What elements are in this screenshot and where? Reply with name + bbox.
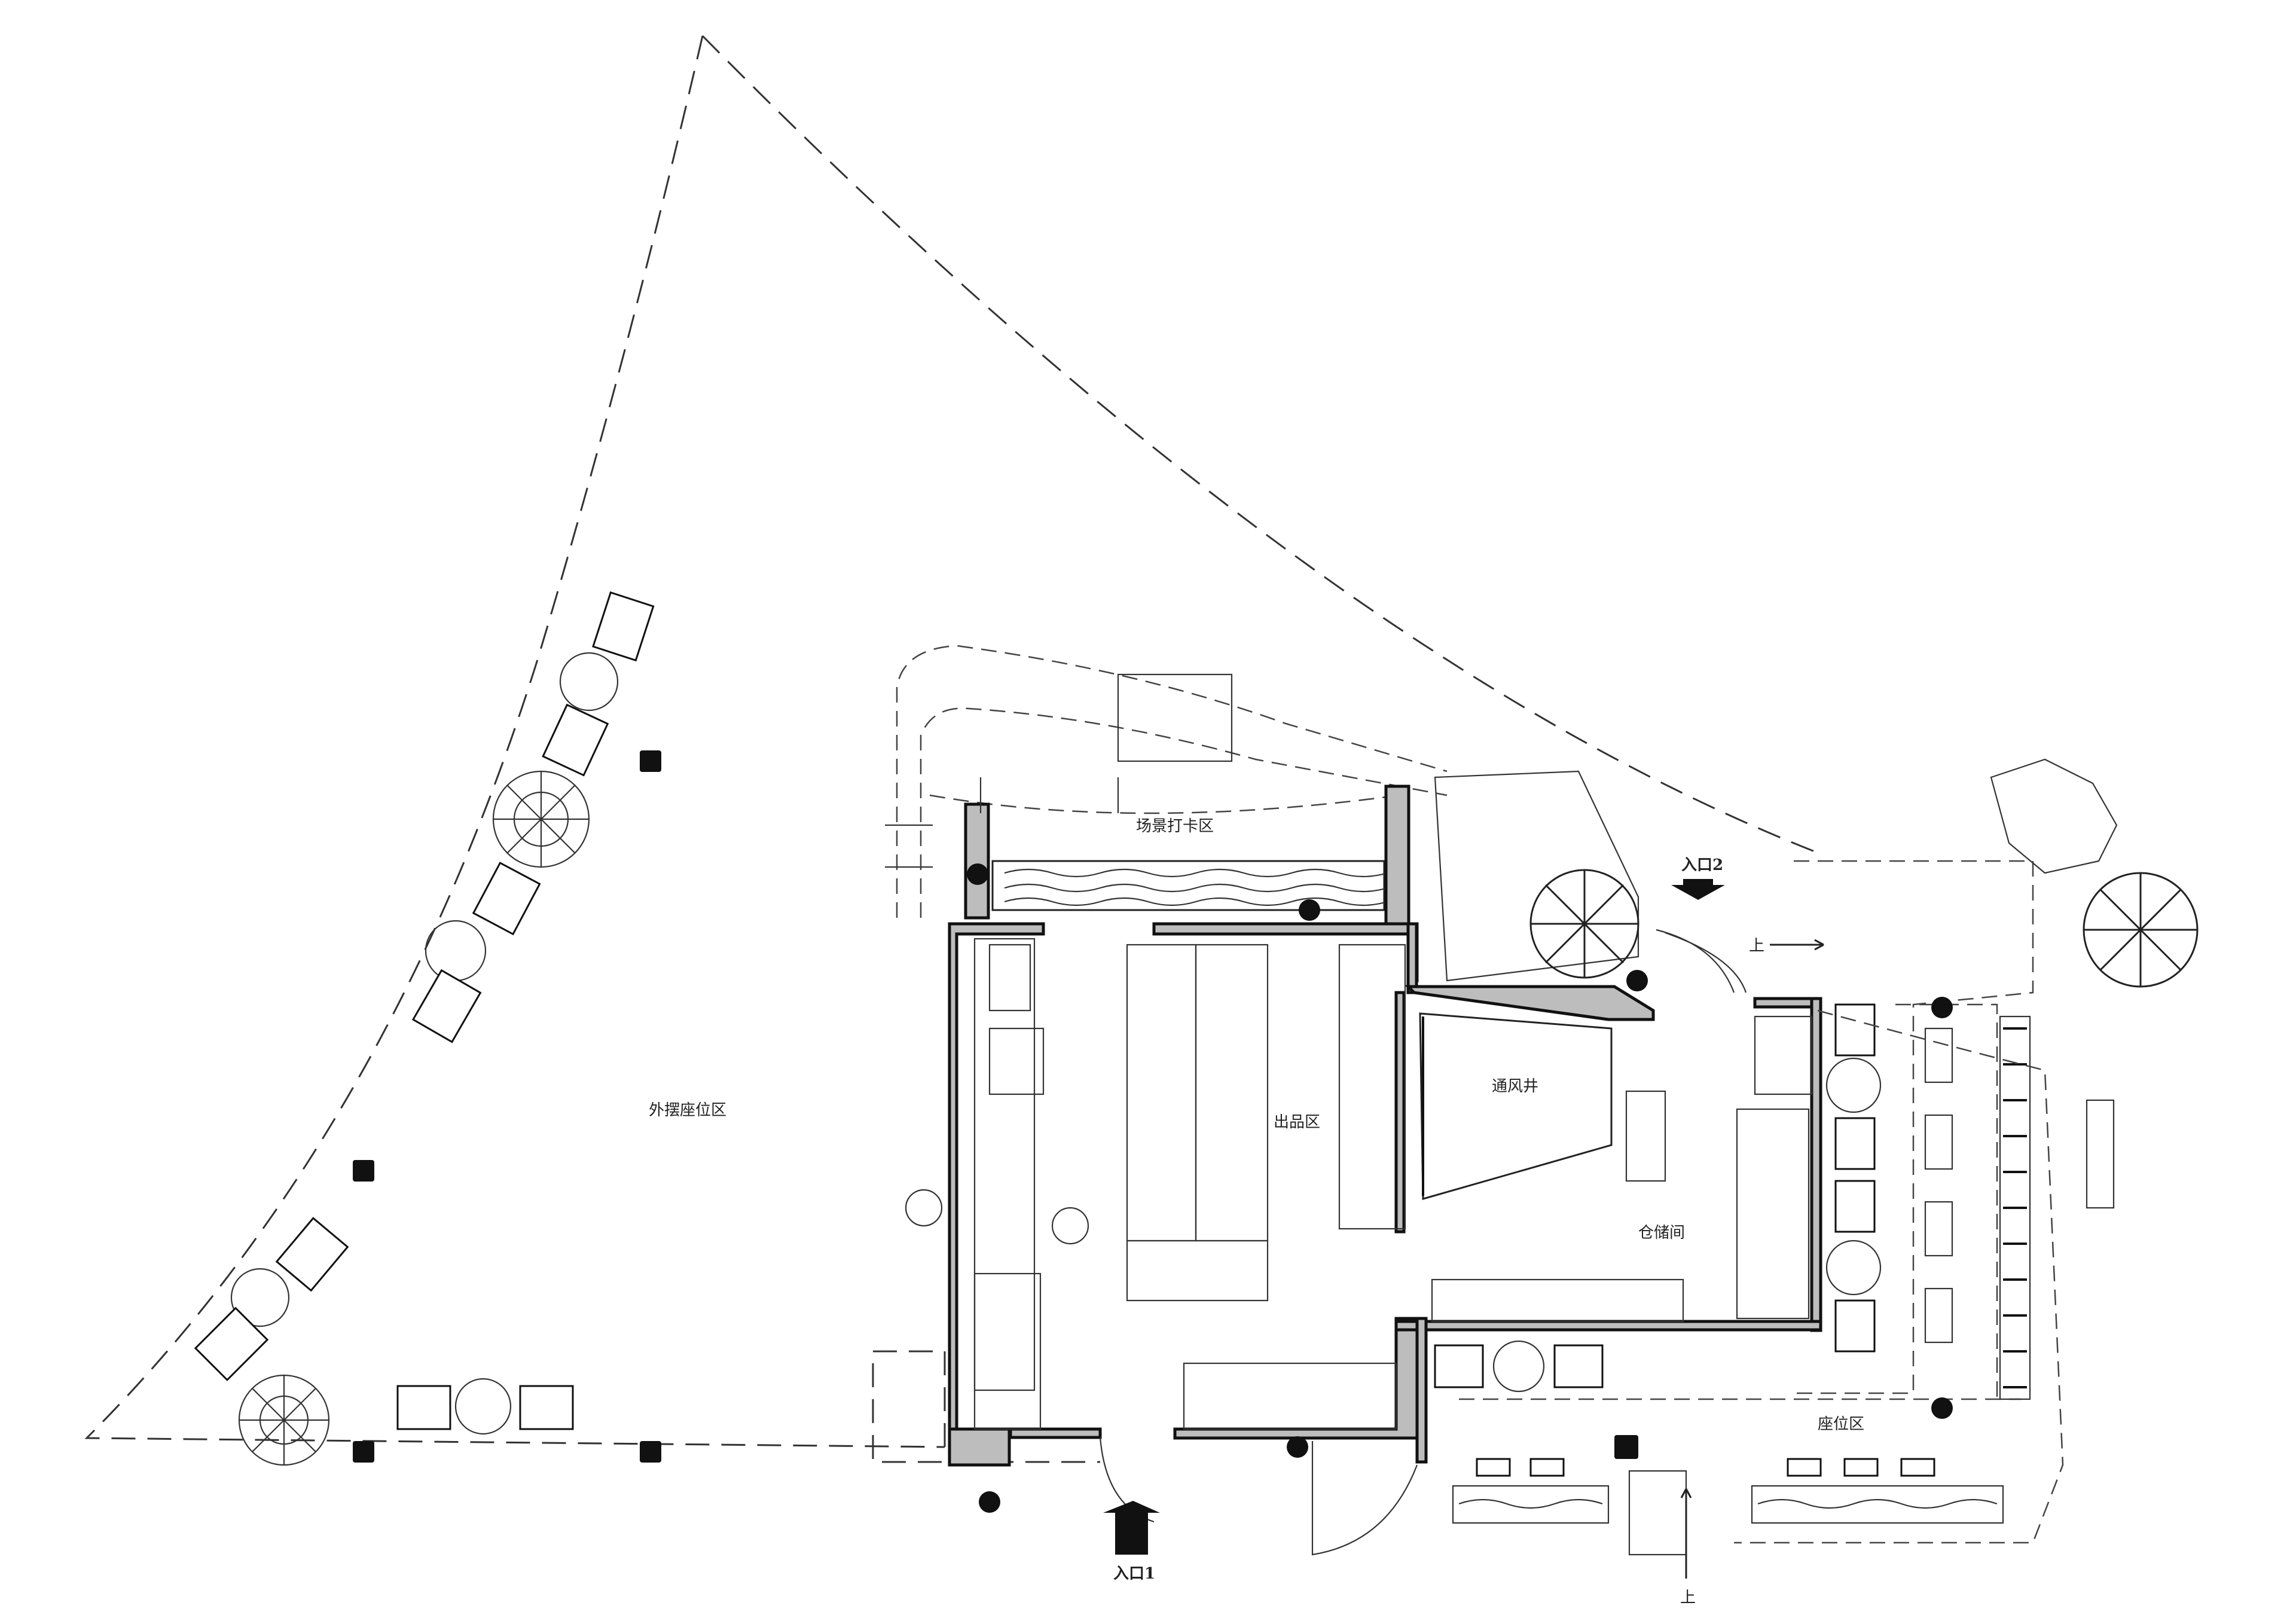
outdoor-seating-label: 外摆座位区 (649, 1101, 726, 1119)
air-shaft-label: 通风井 (1492, 1077, 1538, 1095)
seating-area-furniture (1287, 860, 2115, 1556)
outdoor-boundary (84, 35, 1824, 1463)
storage-room (1431, 932, 1813, 1323)
outdoor-furniture (194, 591, 1000, 1513)
seating-label: 座位区 (1818, 1415, 1864, 1433)
entrance-2-arrow (1671, 879, 1725, 900)
entrance-2-label: 入口2 (1681, 856, 1723, 874)
garden-area (1434, 770, 1648, 991)
entrance-1-label: 入口1 (1113, 1565, 1155, 1583)
photo-spot-label: 场景打卡区 (1136, 817, 1214, 835)
stair-up-label-2: 上 (1680, 1589, 1696, 1607)
stair-up-label-1: 上 (1749, 937, 1764, 955)
photo-spot-area (885, 645, 1448, 926)
main-building-walls (948, 922, 1822, 1467)
serving-counters (905, 938, 1406, 1430)
air-shaft (1419, 1012, 1613, 1200)
stair-arrows (1680, 939, 1824, 1579)
entrance-1-arrow (1103, 1501, 1160, 1555)
storage-label: 仓储间 (1638, 1224, 1685, 1242)
tree-icon (1990, 758, 2199, 988)
plant-icon (238, 770, 590, 1466)
serving-area-label: 出品区 (1274, 1113, 1320, 1131)
